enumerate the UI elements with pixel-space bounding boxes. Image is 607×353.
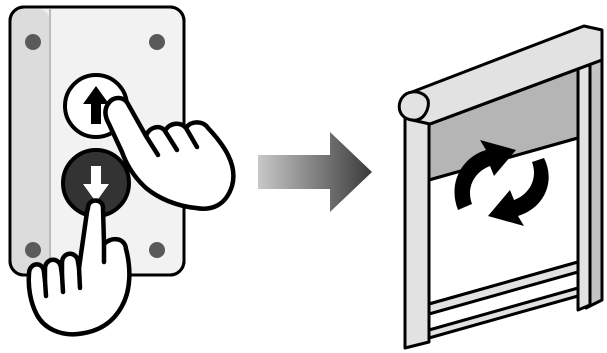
door-right-inner-post [576,50,592,312]
screw-icon [25,242,41,258]
door-bottom-bar [427,260,580,316]
arrow-up-icon [83,86,109,124]
screw-icon [149,242,165,258]
arrow-down-icon [83,166,109,202]
housing-edge [429,58,603,126]
arrow-right-icon [258,132,372,212]
door-sill [427,286,580,340]
screw-icon [149,34,165,50]
pointing-hand-icon [103,95,236,211]
screw-icon [25,34,41,50]
panel-side-strip [12,9,50,273]
pointing-hand-icon [26,198,132,337]
rotate-cycle-icon [454,140,549,226]
control-panel [8,5,186,277]
door-housing-end [397,90,430,122]
roller-door [397,24,604,350]
door-left-post [403,90,431,350]
